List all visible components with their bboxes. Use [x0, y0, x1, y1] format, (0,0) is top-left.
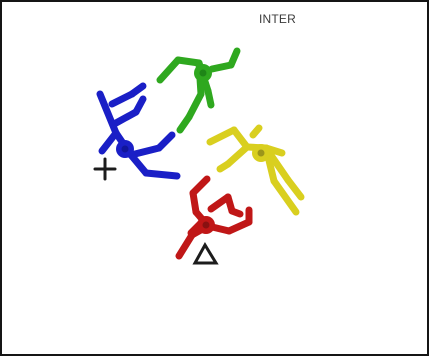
red-figure — [175, 175, 253, 260]
panel-title: INTER — [259, 12, 296, 26]
triangle-marker — [192, 242, 219, 265]
yellow-figure — [206, 124, 305, 216]
plus-marker — [93, 157, 117, 181]
green-figure — [156, 47, 241, 134]
blue-figure — [96, 82, 181, 180]
